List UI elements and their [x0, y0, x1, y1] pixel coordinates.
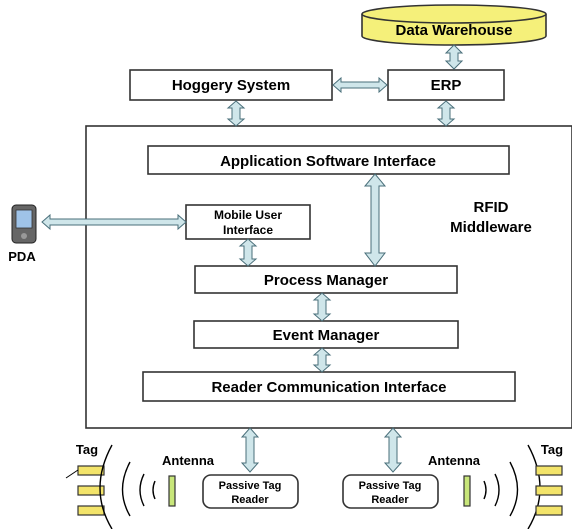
hoggery-system-box — [129, 69, 333, 101]
application-software-interface-label: Application Software Interface — [220, 153, 436, 170]
passive-tag-reader-right-label-1: Passive Tag — [359, 480, 422, 492]
passive-tag-reader-right-box — [342, 474, 439, 509]
antenna-icon-right — [463, 475, 471, 507]
connector-arrows — [41, 44, 464, 473]
tag-left-label: Tag — [76, 442, 98, 457]
pda-device-icon — [11, 204, 37, 244]
passive-tag-reader-left-label-2: Reader — [231, 494, 269, 506]
rfid-tag-icon-right — [535, 465, 563, 516]
antenna-icon-left — [168, 475, 176, 507]
radio-waves-left — [99, 444, 156, 529]
reader-communication-interface-box — [142, 371, 516, 402]
arrow-middleware-left-reader — [240, 427, 260, 473]
arrow-process-event — [312, 292, 332, 322]
data-warehouse-label: Data Warehouse — [396, 22, 513, 39]
erp-label: ERP — [431, 77, 462, 94]
passive-tag-reader-left-label-1: Passive Tag — [219, 480, 282, 492]
mobile-user-interface-label-2: Interface — [223, 223, 273, 237]
event-manager-box — [193, 320, 459, 349]
arrow-erp-middleware — [436, 100, 456, 127]
arrow-event-reader — [312, 347, 332, 373]
arrow-hoggery-erp — [332, 76, 388, 94]
antenna-right-label: Antenna — [428, 453, 481, 468]
tag-right-label: Tag — [541, 442, 563, 457]
radio-waves-right — [483, 444, 541, 529]
event-manager-label: Event Manager — [273, 327, 380, 344]
data-warehouse-node: Data Warehouse — [361, 4, 547, 46]
arrow-hoggery-middleware — [226, 100, 246, 127]
arrow-middleware-right-reader — [383, 427, 403, 473]
passive-tag-reader-left-box — [202, 474, 299, 509]
arrow-mobile-process — [238, 238, 258, 267]
erp-box — [387, 69, 505, 101]
mobile-user-interface-label-1: Mobile User — [214, 208, 282, 222]
process-manager-label: Process Manager — [264, 272, 388, 289]
antenna-left-label: Antenna — [162, 453, 215, 468]
pda-label: PDA — [8, 249, 36, 264]
reader-communication-interface-label: Reader Communication Interface — [211, 379, 446, 396]
rfid-middleware-label-1: RFID — [474, 199, 509, 216]
rfid-middleware-label-2: Middleware — [450, 219, 532, 236]
arrow-warehouse-erp — [444, 44, 464, 70]
process-manager-box — [194, 265, 458, 294]
arrow-pda-mobile — [41, 213, 187, 231]
passive-tag-reader-right-label-2: Reader — [371, 494, 409, 506]
arrow-app-process — [363, 173, 387, 267]
hoggery-system-label: Hoggery System — [172, 77, 290, 94]
rfid-tag-icon-left — [65, 465, 105, 516]
application-software-interface-box — [147, 145, 510, 175]
